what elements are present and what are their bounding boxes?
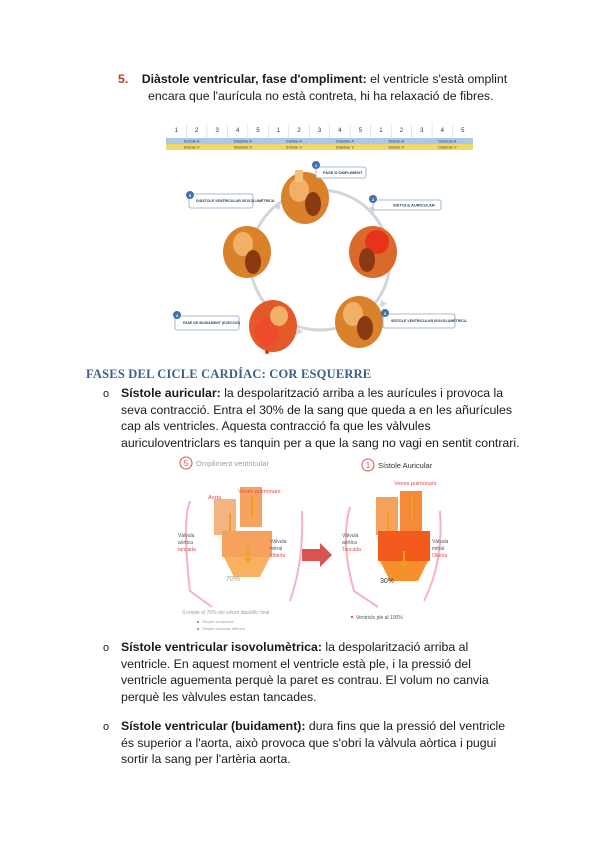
timeline-number: 3: [420, 128, 424, 134]
svg-text:Simple ventricular: Simple ventricular: [202, 619, 234, 624]
timeline-phase-label: Sístole A: [184, 139, 200, 144]
left-panel: 5 Ompliment ventricular Aorta Venes pulm…: [178, 456, 304, 631]
svg-text:70%: 70%: [226, 576, 240, 583]
timeline-number: 5: [256, 128, 260, 134]
heart-right-top: [349, 226, 397, 278]
svg-text:aòrtica: aòrtica: [342, 540, 357, 546]
svg-text:Oberta: Oberta: [270, 553, 286, 559]
heart-top: [281, 170, 329, 224]
heart-right-bottom: [335, 296, 383, 348]
item-text-1: el ventricle s'està omplint: [366, 72, 508, 86]
stage-4-label: 4 FASE DE BUIDAMENT (EJECCIÓ): [173, 311, 241, 331]
svg-text:4: 4: [176, 313, 179, 318]
item-title: Diàstole ventricular, fase d'ompliment:: [141, 72, 367, 86]
atrial-row: [166, 138, 473, 144]
right-panel: 1 Sístole Auricular Venes pulmonars Vàlv…: [342, 458, 449, 621]
timeline-numbers: 1 2 3 4 5 1 2 3 4 5 1 2 3 4 5: [175, 124, 465, 150]
svg-text:DIÀSTOLE VENTRICULAR ISOVOLUMÈ: DIÀSTOLE VENTRICULAR ISOVOLUMÈTRICA: [196, 198, 275, 203]
svg-text:Ventricle ple al 100%: Ventricle ple al 100%: [356, 615, 403, 621]
timeline-number: 2: [297, 128, 301, 134]
timeline-phase-label: Diàstole V: [336, 145, 355, 150]
section-heading: FASES DEL CICLE CARDÍAC: COR ESQUERRE: [86, 367, 372, 381]
stage-3-label: 3 SÍSTOLE VENTRICULAR ISOVOLUMÈTRICA: [381, 309, 467, 329]
item-5: 5. Diàstole ventricular, fase d'omplimen…: [118, 71, 518, 88]
timeline-number: 3: [215, 128, 219, 134]
bullet-title: Sístole ventricular isovolumètrica:: [121, 640, 322, 654]
timeline-number: 1: [277, 128, 281, 134]
svg-text:Vàlvula: Vàlvula: [342, 533, 359, 539]
item-number: 5.: [118, 72, 129, 86]
timeline-phase-label: Diàstole V: [234, 145, 253, 150]
bullet-marker: o: [103, 642, 110, 654]
svg-text:30%: 30%: [380, 578, 394, 585]
svg-text:Vàlvula: Vàlvula: [178, 533, 195, 539]
timeline-number: 5: [359, 128, 363, 134]
timeline-phase-label: Sístole A: [388, 139, 404, 144]
timeline-phase-label: Diàstole A: [438, 139, 456, 144]
transition-arrow: [302, 543, 332, 567]
ventricular-row: [166, 144, 473, 150]
svg-text:Venes pulmonars: Venes pulmonars: [394, 481, 437, 487]
svg-text:mitral: mitral: [270, 546, 282, 552]
svg-text:Aorta: Aorta: [208, 495, 222, 501]
timeline-phase-label: Diàstole A: [234, 139, 252, 144]
bullet-1: Sístole auricular: la despolarització ar…: [121, 386, 520, 450]
svg-text:Venes pulmonars: Venes pulmonars: [238, 489, 281, 495]
item-5-line2: encara que l'aurícula no està contreta, …: [148, 89, 494, 103]
bullet-title: Sístole ventricular (buidament):: [121, 719, 306, 733]
timeline-number: 1: [379, 128, 383, 134]
svg-text:tancada: tancada: [178, 547, 196, 553]
bullet-marker: o: [103, 388, 110, 400]
timeline-number: 2: [400, 128, 404, 134]
svg-text:mitral: mitral: [432, 546, 444, 552]
stage-1-label: 1 FASE D'OMPLIMENT: [312, 161, 367, 179]
svg-text:FASE D'OMPLIMENT: FASE D'OMPLIMENT: [323, 170, 363, 175]
timeline-number: 4: [236, 128, 240, 134]
timeline-phase-label: Sístole A: [286, 139, 302, 144]
timeline-phase-label: Diàstole A: [336, 139, 354, 144]
bullet-3: Sístole ventricular (buidament): dura fi…: [121, 719, 506, 767]
bullet-title: Sístole auricular:: [121, 386, 221, 400]
svg-text:Vàlvula: Vàlvula: [432, 539, 449, 545]
svg-text:Ompliment ventricular: Ompliment ventricular: [196, 459, 269, 468]
stage-5-label: 5 DIÀSTOLE VENTRICULAR ISOVOLUMÈTRICA: [186, 191, 275, 209]
svg-text:Tancada: Tancada: [342, 547, 361, 553]
svg-text:FASE DE BUIDAMENT (EJECCIÓ): FASE DE BUIDAMENT (EJECCIÓ): [183, 320, 241, 325]
timeline-number: 4: [338, 128, 342, 134]
timeline-phase-label: Sístole V: [286, 145, 302, 150]
timeline-number: 2: [195, 128, 199, 134]
bullet-marker: o: [103, 721, 110, 733]
bullet-2: Sístole ventricular isovolumètrica: la d…: [121, 640, 489, 704]
svg-text:Simple auricular diferent: Simple auricular diferent: [202, 626, 246, 631]
svg-text:5: 5: [184, 459, 189, 468]
svg-text:3: 3: [384, 311, 387, 316]
svg-text:5: 5: [189, 193, 192, 198]
timeline-phase-label: Sístole V: [388, 145, 404, 150]
timeline-number: 1: [175, 128, 179, 134]
svg-text:Vàlvula: Vàlvula: [270, 539, 287, 545]
svg-text:S'omple el 70% del volum diast: S'omple el 70% del volum diastòlic final: [182, 610, 269, 616]
timeline-number: 4: [441, 128, 445, 134]
heart-left: [223, 226, 271, 278]
timeline-phase-label: Sístole V: [184, 145, 200, 150]
svg-text:aòrtica: aòrtica: [178, 540, 193, 546]
cardiac-cycle-figure: 1 2 3 4 5 1 2 3 4 5 1 2 3 4 5 Sístole A Diàstole A Sísto…: [163, 120, 476, 358]
atrial-systole-figure: 5 Ompliment ventricular Aorta Venes pulm…: [172, 451, 462, 643]
svg-text:1: 1: [315, 163, 318, 168]
heart-bottom-left: [249, 300, 297, 354]
svg-text:2: 2: [372, 197, 375, 202]
svg-text:SÍSTOLE VENTRICULAR ISOVOLUMÈT: SÍSTOLE VENTRICULAR ISOVOLUMÈTRICA: [391, 318, 467, 323]
timeline-number: 5: [461, 128, 465, 134]
svg-text:Sístole Auricular: Sístole Auricular: [378, 461, 433, 470]
svg-text:1: 1: [366, 461, 371, 470]
svg-text:SÍSTOLE AURICULAR: SÍSTOLE AURICULAR: [393, 203, 435, 208]
stage-2-label: 2 SÍSTOLE AURICULAR: [369, 195, 442, 211]
timeline-phase-label: Diàstole V: [438, 145, 457, 150]
timeline-number: 3: [318, 128, 322, 134]
svg-text:Oberta: Oberta: [432, 553, 448, 559]
